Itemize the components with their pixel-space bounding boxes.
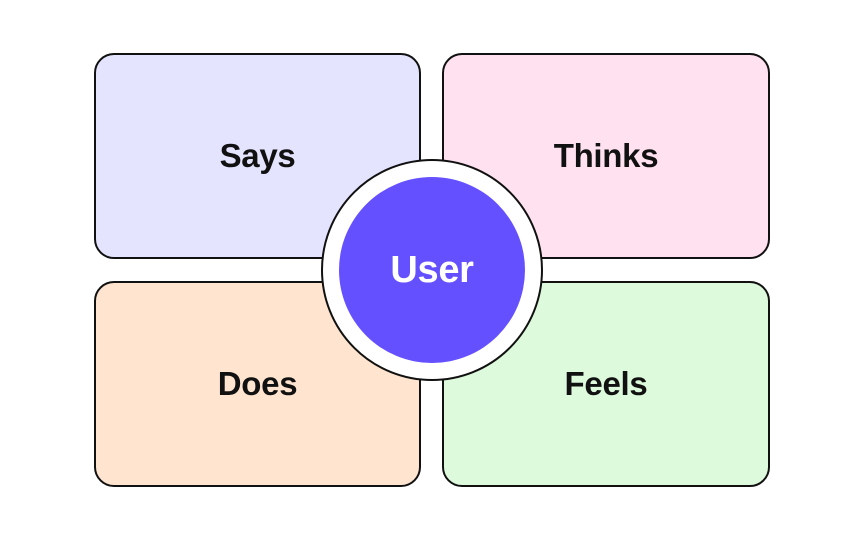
center-user-label: User <box>390 248 474 291</box>
quadrant-says: Says <box>94 53 421 259</box>
center-circle-user: User <box>339 177 525 363</box>
quadrant-thinks-label: Thinks <box>553 137 659 174</box>
quadrant-says-label: Says <box>219 137 296 174</box>
quadrant-does-label: Does <box>217 365 298 402</box>
quadrant-feels: Feels <box>442 281 770 487</box>
quadrant-thinks: Thinks <box>442 53 770 259</box>
quadrant-feels-label: Feels <box>564 365 648 402</box>
